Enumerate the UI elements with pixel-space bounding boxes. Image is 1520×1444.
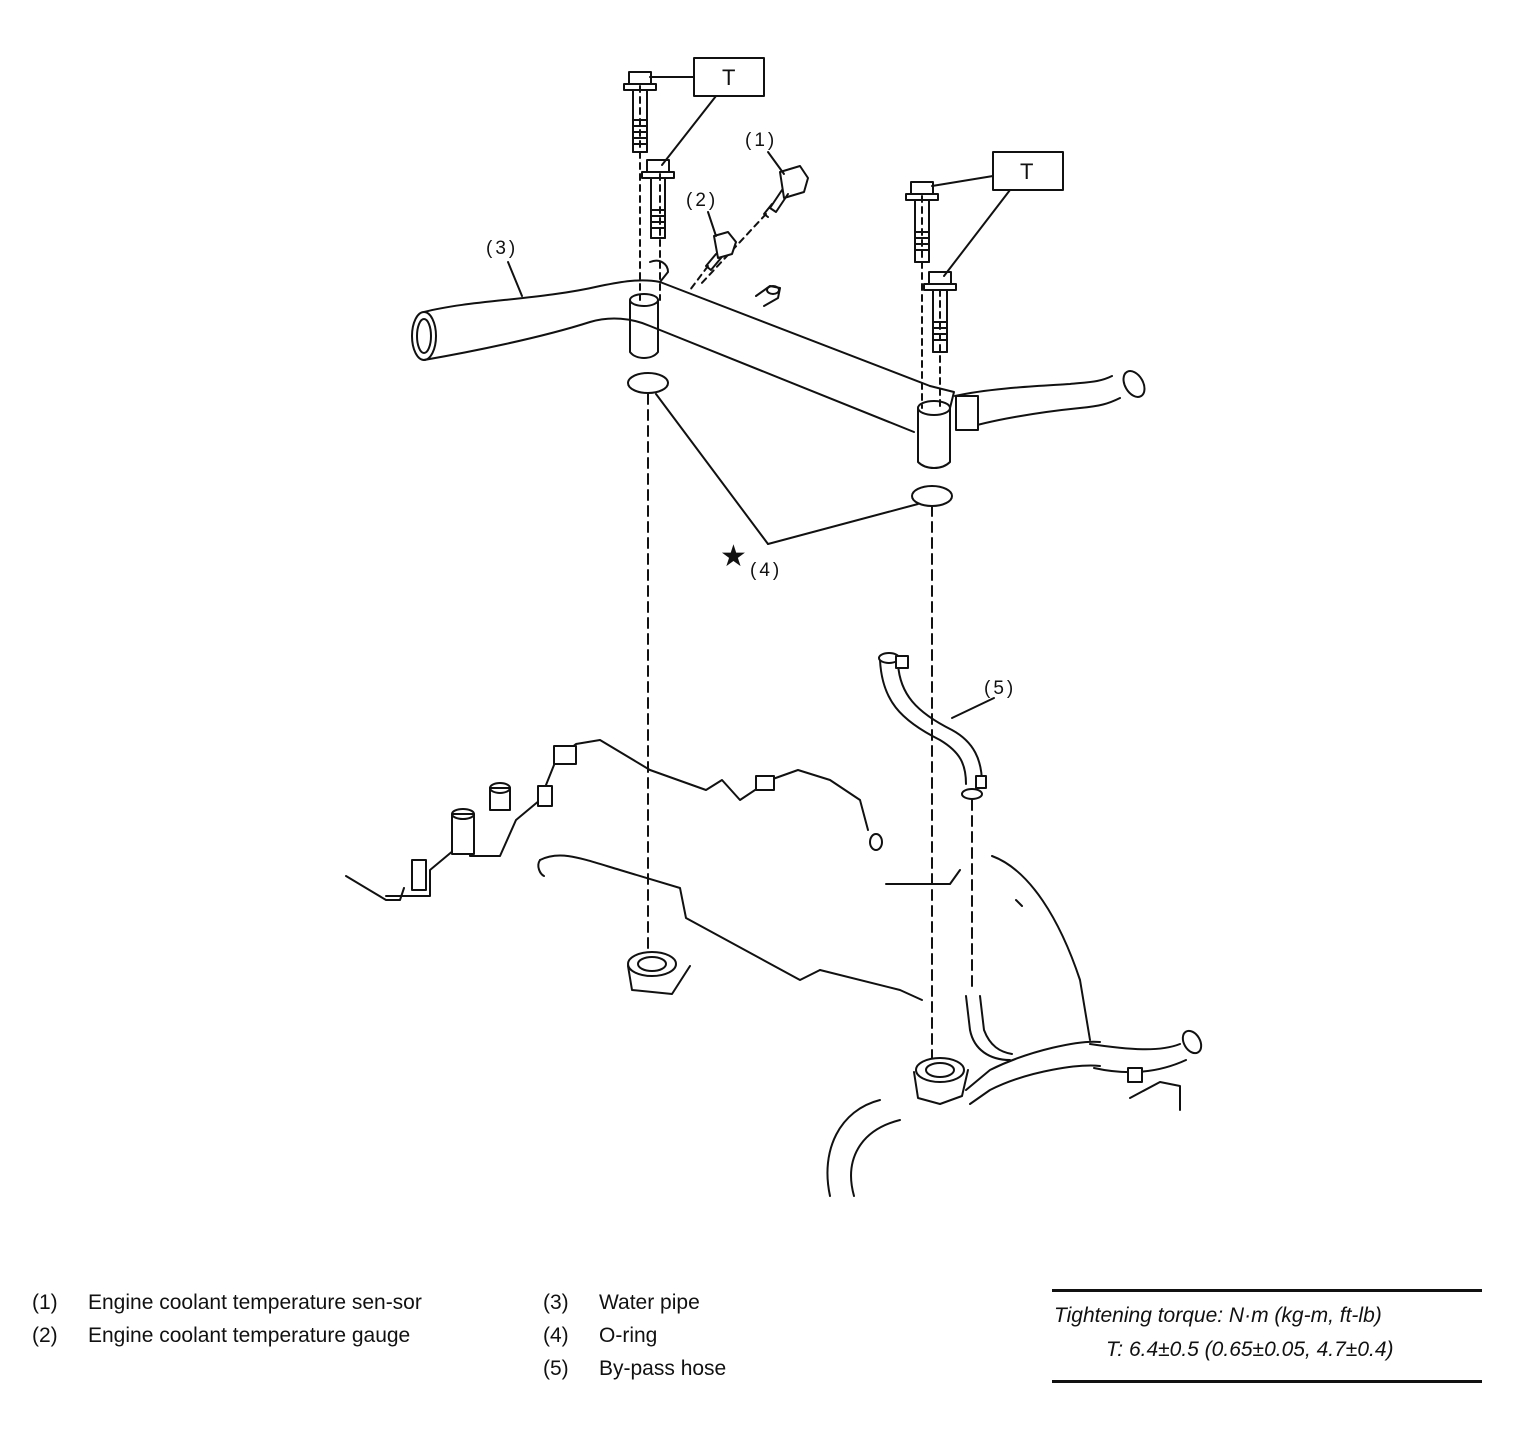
coolant-temperature-gauge bbox=[689, 231, 737, 291]
torque-heading: Tightening torque: N·m (kg-m, ft-lb) bbox=[1054, 1304, 1382, 1327]
legend-item-3: (3) Water pipe bbox=[543, 1286, 979, 1319]
legend-number: (2) bbox=[32, 1324, 58, 1347]
callout-5: (5) bbox=[984, 678, 1016, 699]
legend-item-1: (1) Engine coolant temperature sen-sor bbox=[32, 1286, 468, 1319]
callout-1: (1) bbox=[745, 130, 777, 151]
callout-4: (4) bbox=[750, 560, 782, 581]
coolant-temperature-sensor bbox=[699, 165, 809, 286]
legend-right: (3) Water pipe (4) O-ring (5) By-pass ho… bbox=[543, 1286, 979, 1385]
callout-3: (3) bbox=[486, 238, 518, 259]
bolt-left-inner bbox=[641, 159, 675, 239]
water-pipe-exploded-diagram: (1) (2) (3) (4) (5) T T ★ bbox=[345, 57, 1203, 1197]
legend-item-2: (2) Engine coolant temperature gauge bbox=[32, 1319, 468, 1352]
legend-text: Water pipe bbox=[599, 1291, 700, 1314]
torque-tag-left-label: T bbox=[722, 65, 735, 90]
legend-text: O-ring bbox=[599, 1324, 658, 1347]
legend-left: (1) Engine coolant temperature sen-sor (… bbox=[32, 1286, 468, 1352]
water-pipe bbox=[411, 259, 1146, 469]
o-ring-left bbox=[627, 372, 669, 394]
torque-tag-right bbox=[992, 151, 1064, 191]
torque-value: T: 6.4±0.5 (0.65±0.05, 4.7±0.4) bbox=[1106, 1338, 1394, 1361]
legend-item-5: (5) By-pass hose bbox=[543, 1352, 979, 1385]
engine-block-outline bbox=[345, 739, 1203, 1197]
legend-text: Engine coolant temperature gauge bbox=[88, 1324, 411, 1347]
legend-item-4: (4) O-ring bbox=[543, 1319, 979, 1352]
star-icon: ★ bbox=[720, 539, 747, 574]
legend-number: (1) bbox=[32, 1291, 58, 1314]
legend-number: (3) bbox=[543, 1291, 569, 1314]
legend-text: By-pass hose bbox=[599, 1357, 727, 1380]
legend-number: (4) bbox=[543, 1324, 569, 1347]
callout-2: (2) bbox=[686, 190, 718, 211]
torque-tag-right-label: T bbox=[1020, 159, 1033, 184]
legend-number: (5) bbox=[543, 1357, 569, 1380]
by-pass-hose bbox=[878, 652, 995, 800]
torque-spec-box: Tightening torque: N·m (kg-m, ft-lb) T: … bbox=[1052, 1289, 1482, 1383]
legend-text: Engine coolant temperature sen-sor bbox=[88, 1291, 422, 1314]
